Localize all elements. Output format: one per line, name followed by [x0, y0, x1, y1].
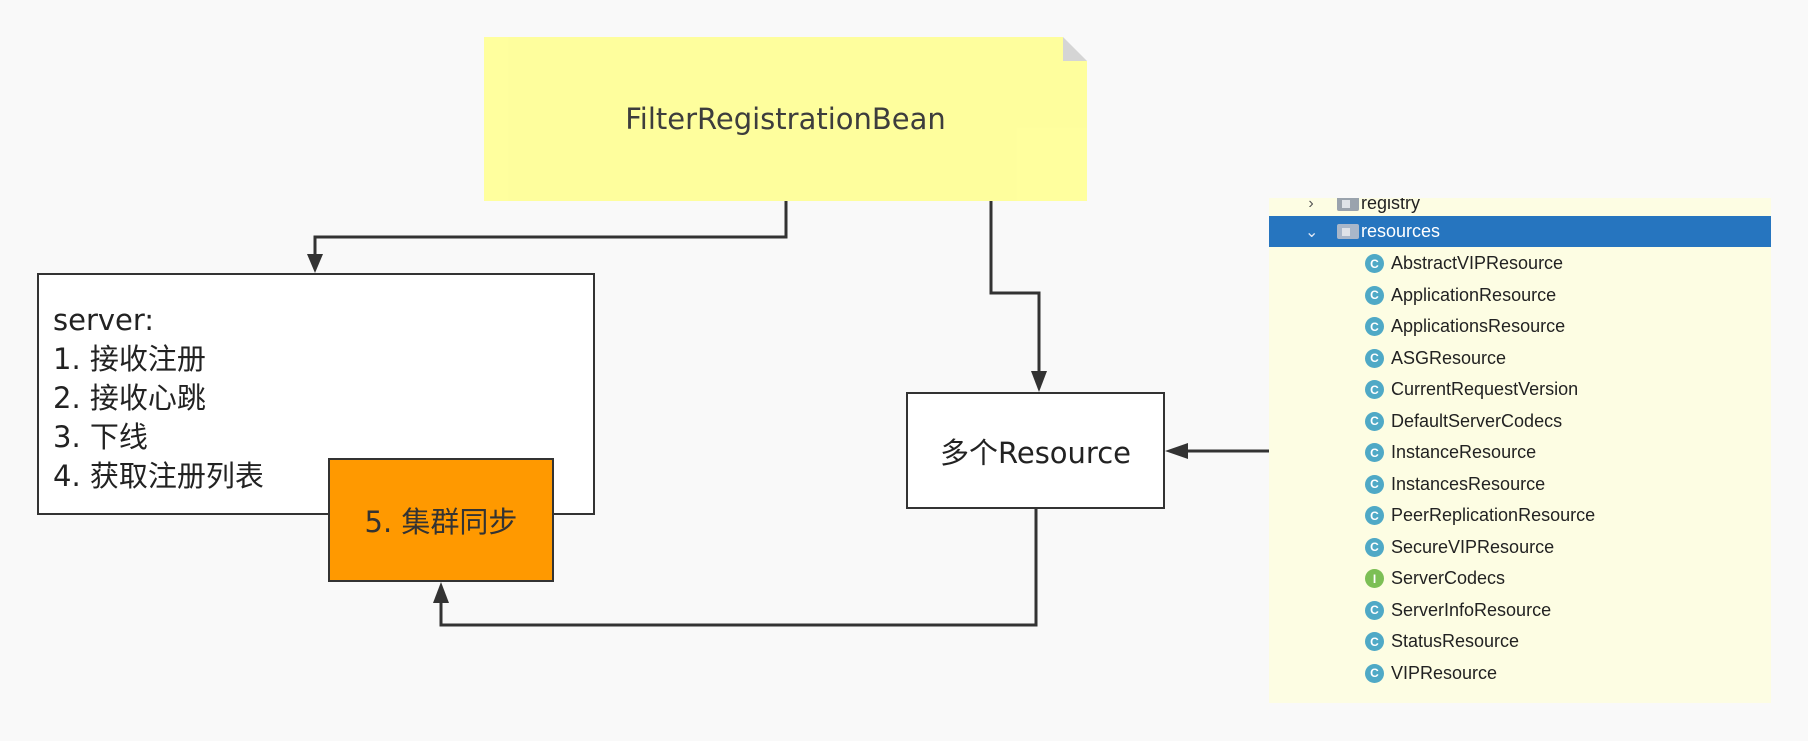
class-label: SecureVIPResource: [1391, 536, 1555, 557]
class-label: CurrentRequestVersion: [1391, 379, 1579, 399]
class-label: DefaultServerCodecs: [1391, 410, 1563, 431]
tree-class-item[interactable]: C PeerReplicationResource: [1269, 500, 1771, 531]
interface-icon: I: [1365, 569, 1384, 588]
class-label: InstanceResource: [1391, 442, 1537, 462]
tree-folder-resources[interactable]: ⌄ resources: [1269, 216, 1771, 247]
arrowhead-resource-left: [1165, 443, 1188, 459]
server-item: 3. 下线: [53, 420, 148, 454]
tree-class-item[interactable]: C StatusResource: [1269, 626, 1771, 657]
tree-folder-label: resources: [1361, 221, 1441, 241]
class-icon: C: [1365, 254, 1384, 273]
class-label: ApplicationResource: [1391, 284, 1557, 305]
chevron-down-icon[interactable]: ⌄: [1305, 223, 1319, 241]
class-label: StatusResource: [1391, 631, 1520, 651]
server-item: 4. 获取注册列表: [53, 459, 264, 493]
class-icon: C: [1365, 443, 1384, 462]
class-label: ASGResource: [1391, 347, 1507, 368]
tree-class-item[interactable]: C InstancesResource: [1269, 469, 1771, 500]
class-icon: C: [1365, 537, 1384, 557]
tree-class-item[interactable]: C VIPResource: [1269, 658, 1771, 689]
class-icon: C: [1365, 348, 1384, 368]
package-folder-icon: [1337, 198, 1359, 211]
tree-class-item[interactable]: C ASGResource: [1269, 343, 1771, 374]
cluster-sync-label: 5. 集群同步: [364, 505, 518, 539]
filter-registration-bean-note[interactable]: FilterRegistrationBean: [484, 37, 1087, 201]
class-icon: C: [1365, 285, 1384, 305]
tree-class-item[interactable]: C ApplicationsResource: [1269, 311, 1771, 342]
class-label: ServerCodecs: [1391, 568, 1506, 588]
class-icon: C: [1365, 474, 1384, 494]
class-icon: C: [1365, 632, 1384, 651]
server-item: 1. 接收注册: [53, 342, 206, 376]
tree-class-item[interactable]: C DefaultServerCodecs: [1269, 406, 1771, 437]
tree-class-item[interactable]: C AbstractVIPResource: [1269, 248, 1771, 279]
arrowhead-resource: [1031, 371, 1047, 392]
edge-note-to-server: [313, 201, 788, 256]
class-label: ApplicationsResource: [1391, 316, 1566, 336]
class-label: VIPResource: [1391, 662, 1498, 683]
tree-class-item[interactable]: C ApplicationResource: [1269, 280, 1771, 311]
class-icon: C: [1365, 663, 1384, 683]
note-title: FilterRegistrationBean: [625, 102, 946, 136]
class-icon: C: [1365, 506, 1384, 525]
arrowhead-server: [307, 254, 323, 273]
class-icon: C: [1365, 380, 1384, 399]
tree-folder-registry[interactable]: › registry: [1269, 198, 1771, 219]
package-folder-icon: [1337, 224, 1359, 239]
arrowhead-cluster: [433, 582, 449, 603]
project-tree-panel: › registry ⌄ resources C AbstractVIPReso…: [1269, 198, 1771, 703]
server-item: 2. 接收心跳: [53, 381, 206, 415]
tree-class-item[interactable]: C SecureVIPResource: [1269, 532, 1771, 563]
class-label: ServerInfoResource: [1391, 599, 1552, 620]
tree-class-item[interactable]: C InstanceResource: [1269, 437, 1771, 468]
class-label: PeerReplicationResource: [1391, 505, 1596, 525]
server-box[interactable]: server: 1. 接收注册 2. 接收心跳 3. 下线 4. 获取注册列表: [37, 273, 595, 515]
class-label: InstancesResource: [1391, 473, 1546, 494]
tree-class-item[interactable]: I ServerCodecs: [1269, 563, 1771, 594]
edge-note-to-resource: [989, 201, 1041, 374]
class-label: AbstractVIPResource: [1391, 253, 1564, 273]
chevron-right-icon[interactable]: ›: [1308, 198, 1314, 212]
resource-label: 多个Resource: [940, 435, 1131, 470]
class-icon: C: [1365, 411, 1384, 431]
resource-box[interactable]: 多个Resource: [906, 392, 1165, 509]
class-icon: C: [1365, 600, 1384, 620]
edge-resource-to-cluster: [439, 509, 1038, 627]
tree-class-item[interactable]: C ServerInfoResource: [1269, 595, 1771, 626]
server-heading: server:: [53, 303, 155, 337]
cluster-sync-box[interactable]: 5. 集群同步: [328, 458, 554, 582]
class-icon: C: [1365, 317, 1384, 336]
tree-folder-label: registry: [1361, 198, 1421, 213]
tree-class-item[interactable]: C CurrentRequestVersion: [1269, 374, 1771, 405]
note-fold-corner: [1063, 37, 1087, 61]
